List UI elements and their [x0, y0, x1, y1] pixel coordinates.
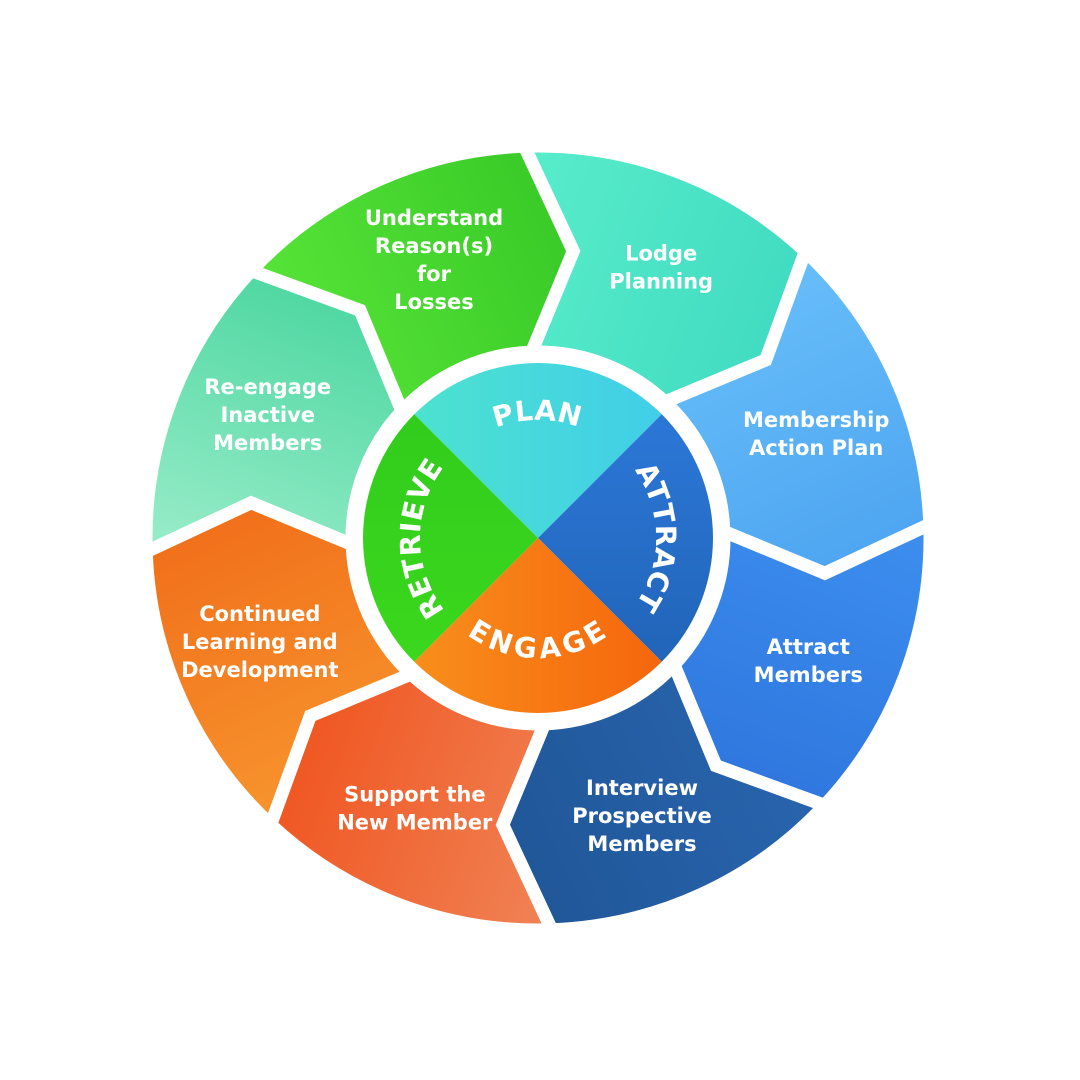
segment-label-line: Members [587, 832, 696, 856]
segment-label-line: Action Plan [749, 436, 883, 460]
segment-label-line: Continued [199, 602, 320, 626]
quadrant-plan [414, 363, 662, 538]
quadrant-engage [414, 538, 662, 714]
segment-label-line: Interview [586, 776, 698, 800]
segment-label-line: Support the [344, 782, 486, 806]
segment-label-line: Members [754, 663, 863, 687]
segment-label-line: Prospective [572, 804, 712, 828]
segment-label-line: Understand [365, 206, 503, 230]
segment-label-line: Lodge [625, 242, 697, 266]
segment-label-line: Members [213, 431, 322, 455]
segment-label-line: New Member [337, 810, 493, 834]
segment-label-line: Development [181, 658, 338, 682]
segment-label-line: Attract [767, 635, 850, 659]
segment-label-line: for [417, 262, 452, 286]
quadrant-attract [538, 414, 714, 662]
segment-label-line: Re-engage [204, 375, 331, 399]
quadrant-retrieve [363, 414, 538, 662]
segment-label-line: Losses [394, 290, 474, 314]
segment-label-line: Planning [609, 270, 713, 294]
segment-label-line: Membership [743, 408, 889, 432]
segment-label-line: Learning and [182, 630, 338, 654]
segment-label-line: Inactive [220, 403, 315, 427]
segment-label-line: Reason(s) [375, 234, 493, 258]
